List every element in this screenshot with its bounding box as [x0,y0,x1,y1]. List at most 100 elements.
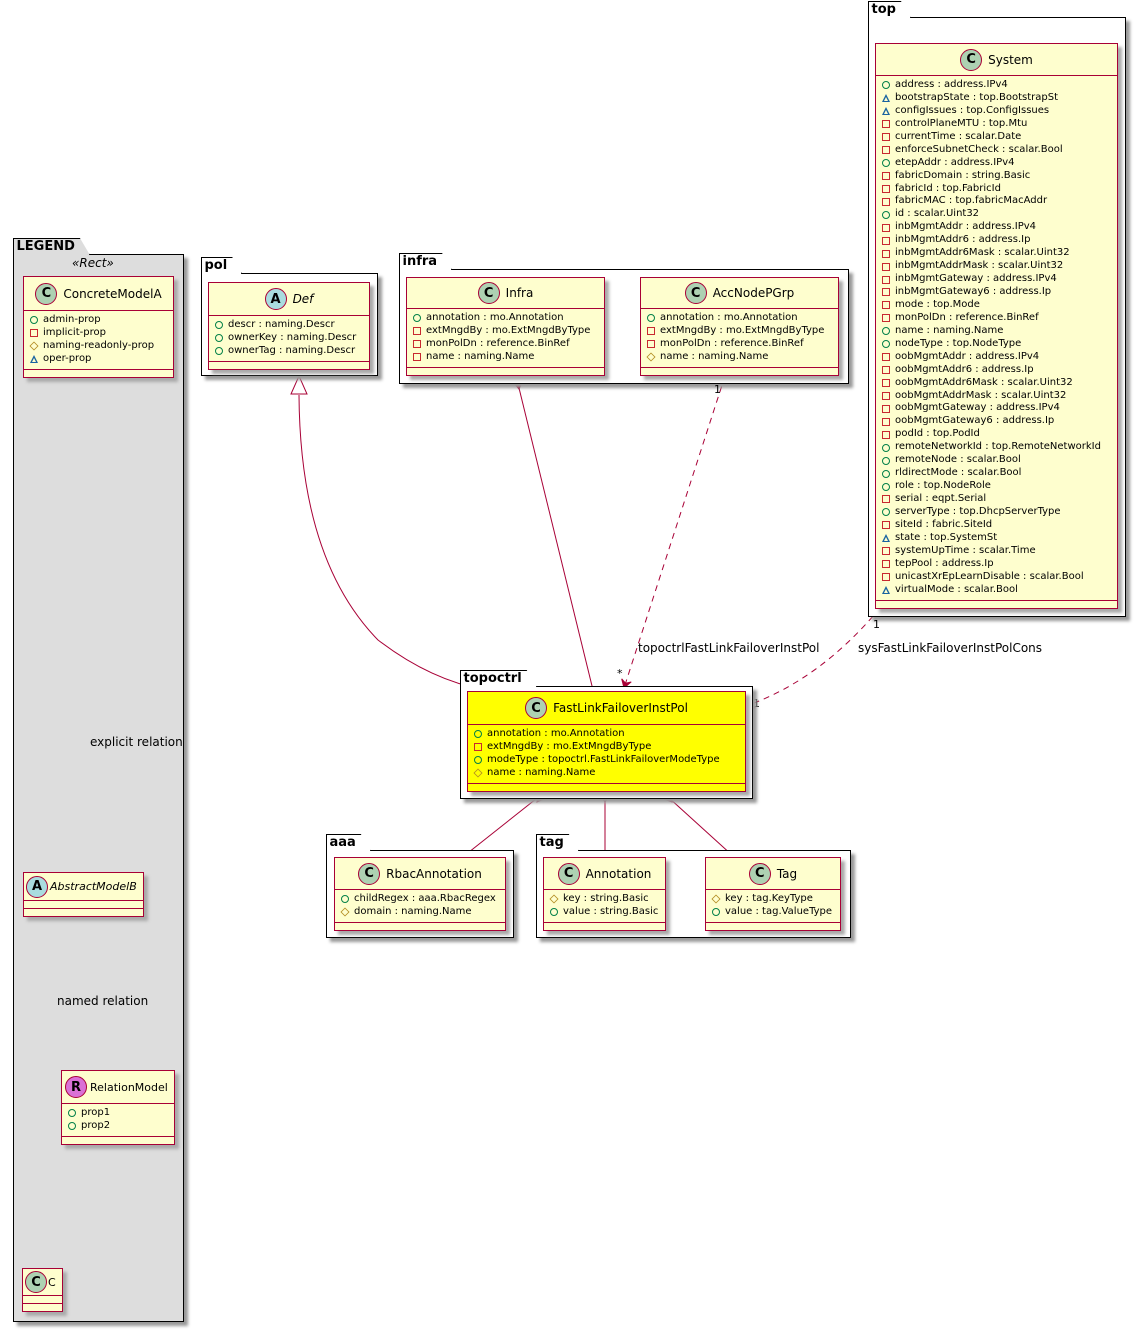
attribute-text: oobMgmtAddr6 : address.Ip [895,363,1034,375]
attribute-text: podId : top.PodId [895,428,980,440]
method-list [24,909,143,916]
attribute-row: inbMgmtGateway : address.IPv4 [882,273,1117,286]
private-visibility-icon [882,547,890,556]
attribute-row: fabricDomain : string.Basic [882,170,1117,183]
class-name: Tag [776,866,798,881]
attribute-text: siteId : fabric.SiteId [895,518,993,530]
public-visibility-icon [882,327,890,336]
attribute-text: unicastXrEpLearnDisable : scalar.Bool [895,570,1084,582]
attribute-text: monPolDn : reference.BinRef [660,337,804,349]
private-visibility-icon [882,275,890,284]
attribute-row: controlPlaneMTU : top.Mtu [882,118,1117,131]
acc-node-source-multiplicity: 1 [714,383,721,396]
attribute-text: serial : eqpt.Serial [895,493,987,504]
class-c-icon: C [557,862,580,885]
abstract-class-a-icon: A [264,288,287,310]
attribute-text: oobMgmtAddr : address.IPv4 [895,350,1040,362]
attribute-text: role : top.NodeRole [895,480,991,492]
attribute-text: oobMgmtAddrMask : scalar.Uint32 [895,389,1067,401]
public-visibility-icon [550,908,558,917]
attribute-row: value : string.Basic [550,906,665,919]
attribute-text: descr : naming.Descr [228,319,335,330]
class-rbac-annotation[interactable]: C RbacAnnotation childRegex : aaa.RbacRe… [334,857,506,931]
protected-visibility-icon [646,352,656,362]
private-visibility-icon [882,521,890,530]
attribute-text: name : naming.Name [895,324,1004,336]
method-list [62,1137,174,1144]
package-legend-tab: LEGEND [13,238,90,255]
private-visibility-icon [882,301,890,310]
private-visibility-icon [882,379,890,388]
attribute-row: configIssues : top.ConfigIssues [882,105,1117,118]
public-visibility-icon [647,314,655,323]
attribute-text: ownerKey : naming.Descr [228,331,357,343]
class-header: C RbacAnnotation [335,858,505,890]
public-visibility-icon [882,81,890,90]
attribute-row: oobMgmtAddrMask : scalar.Uint32 [882,390,1117,403]
attribute-row: serial : eqpt.Serial [882,493,1117,506]
class-name: Def [292,292,314,306]
attribute-list [23,1296,62,1304]
attribute-text: annotation : mo.Annotation [487,728,625,739]
attribute-text: id : scalar.Uint32 [895,208,980,220]
attribute-text: inbMgmtGateway6 : address.Ip [895,286,1052,297]
attribute-row: value : tag.ValueType [712,906,840,919]
class-fast-link-failover-inst-pol[interactable]: C FastLinkFailoverInstPol annotation : m… [467,691,746,792]
public-visibility-icon [882,469,890,478]
class-acc-node-pgrp[interactable]: C AccNodePGrp annotation : mo.Annotation… [640,277,839,376]
attribute-text: bootstrapState : top.BootstrapSt [895,91,1058,103]
private-visibility-icon [882,430,890,439]
public-visibility-icon [712,908,720,917]
attribute-row: name : naming.Name [413,351,604,364]
private-visibility-icon [882,184,890,193]
attribute-text: extMngdBy : mo.ExtMngdByType [487,740,652,752]
protected-visibility-icon [29,341,39,351]
attribute-text: inbMgmtAddr : address.IPv4 [895,221,1037,233]
class-c[interactable]: C C [22,1268,63,1312]
attribute-row: extMngdBy : mo.ExtMngdByType [474,741,745,754]
attribute-row: domain : naming.Name [340,906,505,919]
attribute-text: monPolDn : reference.BinRef [895,311,1039,323]
class-name: C [48,1275,56,1289]
method-list [209,362,369,369]
attribute-text: prop2 [81,1119,111,1131]
class-name: Annotation [585,866,652,881]
class-abstract-model-b[interactable]: A AbstractModelB [23,872,144,917]
class-c-icon: C [525,697,548,719]
private-visibility-icon [882,314,890,323]
attribute-row: monPolDn : reference.BinRef [647,338,838,351]
attribute-row: role : top.NodeRole [882,480,1117,493]
public-visibility-icon [882,340,890,349]
attribute-text: ownerTag : naming.Descr [228,344,356,356]
public-visibility-icon [215,347,223,356]
private-visibility-icon [882,223,890,232]
attribute-row: prop2 [68,1120,174,1133]
named-relation-label: named relation [57,994,149,1008]
attribute-text: remoteNode : scalar.Bool [895,454,1021,466]
attribute-text: enforceSubnetCheck : scalar.Bool [895,143,1063,155]
attribute-row: childRegex : aaa.RbacRegex [341,893,505,906]
composition-line-rbac [463,794,542,857]
attribute-text: currentTime : scalar.Date [895,130,1022,142]
attribute-text: modeType : topoctrl.FastLinkFailoverMode… [487,753,720,765]
attribute-row: oper-prop [30,353,173,366]
attribute-text: admin-prop [43,314,101,325]
relation-r-icon: R [65,1076,87,1098]
public-visibility-icon [474,730,482,739]
class-name: AbstractModelB [50,880,137,893]
attribute-text: etepAddr : address.IPv4 [895,156,1015,168]
private-visibility-icon [413,353,421,362]
class-name: AccNodePGrp [712,286,795,300]
attribute-row: currentTime : scalar.Date [882,131,1117,144]
public-visibility-icon [413,314,421,323]
attribute-text: oobMgmtGateway : address.IPv4 [895,402,1060,414]
attribute-row: monPolDn : reference.BinRef [882,312,1117,325]
